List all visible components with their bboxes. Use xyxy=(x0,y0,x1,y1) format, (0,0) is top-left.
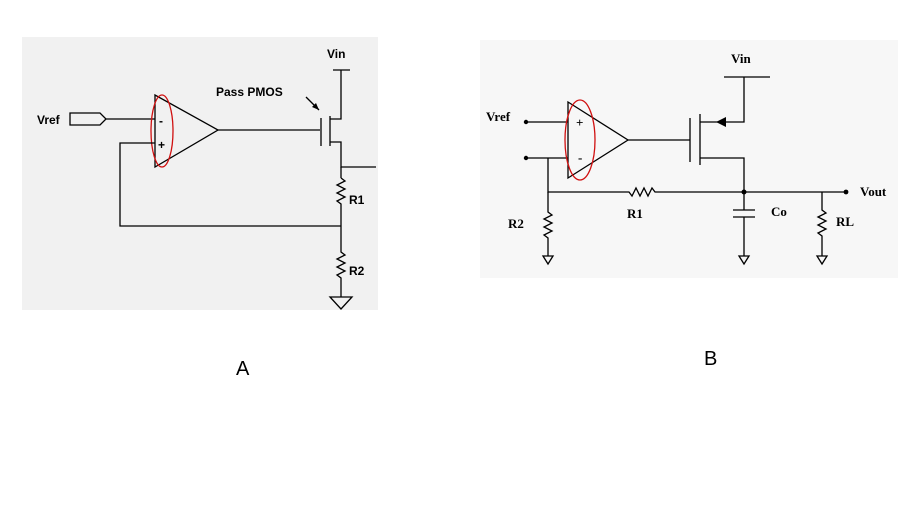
panel-a-caption: A xyxy=(236,358,250,380)
vin-label-b: Vin xyxy=(731,51,752,66)
opamp-a xyxy=(154,93,220,169)
resistor-r2-b xyxy=(542,192,554,256)
pmos-b-drain-wire xyxy=(700,157,745,192)
pass-pmos-label: Pass PMOS xyxy=(216,85,283,99)
vref-label-b: Vref xyxy=(486,109,511,124)
pmos-source-wire xyxy=(330,70,342,120)
r2-label-a: R2 xyxy=(349,264,365,278)
opamp-b-plus-label: + xyxy=(576,115,583,130)
opamp-a-input-highlight xyxy=(150,94,174,168)
ground-icon-rl xyxy=(815,255,829,266)
r1-label-b: R1 xyxy=(627,206,643,221)
pmos-drain-wire xyxy=(330,141,376,168)
resistor-r1-a xyxy=(335,177,347,226)
ground-icon-r2 xyxy=(541,255,555,266)
r2-label-b: R2 xyxy=(508,216,524,231)
feedback-wire-a xyxy=(119,142,341,227)
pmos-b-source-wire xyxy=(700,77,745,123)
resistor-rl xyxy=(816,192,828,256)
pmos-b-arrow xyxy=(716,117,726,127)
vout-label: Vout xyxy=(860,184,887,199)
r1-label-a: R1 xyxy=(349,193,365,207)
panel-b-background xyxy=(480,40,898,278)
opamp-b xyxy=(567,100,630,180)
co-label: Co xyxy=(771,204,787,219)
vin-label-a: Vin xyxy=(327,47,345,61)
ground-icon-co xyxy=(737,255,751,266)
pass-pmos-pointer-head xyxy=(312,103,319,110)
panel-a-background xyxy=(22,37,378,310)
panel-b: + - Vref Vin R1 R2 Co RL Vout xyxy=(480,40,898,278)
panel-b-caption: B xyxy=(704,348,717,370)
vref-input-terminal xyxy=(69,112,107,126)
resistor-r2-a xyxy=(335,226,347,297)
ground-icon xyxy=(328,296,354,310)
panel-a: - + Vref Vin Pass PMOS R1 R2 xyxy=(22,37,378,310)
opamp-b-minus-label: - xyxy=(578,150,582,165)
opamp-a-plus-label: + xyxy=(158,138,165,152)
opamp-b-input-highlight xyxy=(564,99,596,181)
vref-label-a: Vref xyxy=(37,113,61,127)
resistor-r1-b xyxy=(547,158,744,198)
opamp-a-minus-label: - xyxy=(159,114,163,128)
vout-terminal xyxy=(843,189,849,195)
rl-label: RL xyxy=(836,214,854,229)
